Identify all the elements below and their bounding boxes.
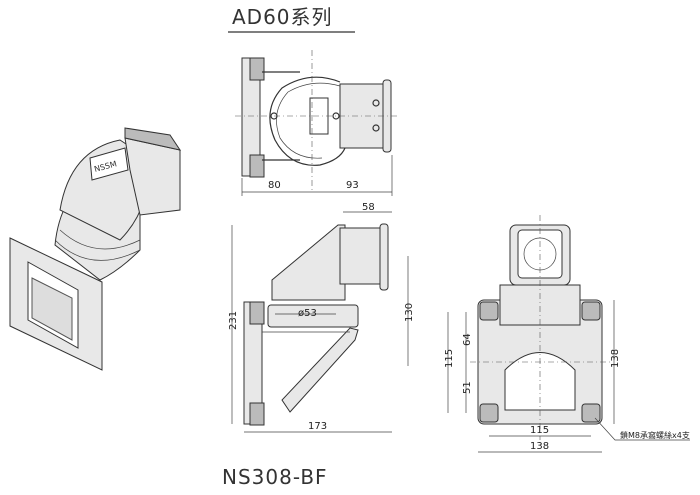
dim-115-left: 115 (444, 349, 455, 368)
top-view: 80 93 (235, 50, 400, 196)
front-view: 115 64 51 138 115 138 鎖M8承窩螺絲x4支 (444, 215, 690, 453)
dim-231: 231 (228, 311, 239, 330)
dim-173: 173 (308, 421, 327, 432)
model-name: NS308-BF (222, 465, 328, 489)
dim-93: 93 (346, 180, 359, 191)
dim-51: 51 (462, 381, 473, 394)
dim-64: 64 (462, 333, 473, 346)
dim-115-bottom: 115 (530, 425, 549, 436)
side-view: ø53 58 231 130 173 (228, 202, 415, 433)
bolt-note: 鎖M8承窩螺絲x4支 (620, 430, 690, 440)
isometric-view: NSSM (9, 127, 182, 371)
dim-138-right: 138 (610, 349, 621, 368)
note-leader (594, 417, 690, 441)
series-title: AD60系列 (232, 5, 333, 29)
dim-80: 80 (268, 180, 281, 191)
dim-138-bottom: 138 (530, 441, 549, 452)
dim-58: 58 (362, 202, 375, 213)
dim-diameter-53: ø53 (298, 308, 317, 319)
dim-130: 130 (404, 303, 415, 322)
